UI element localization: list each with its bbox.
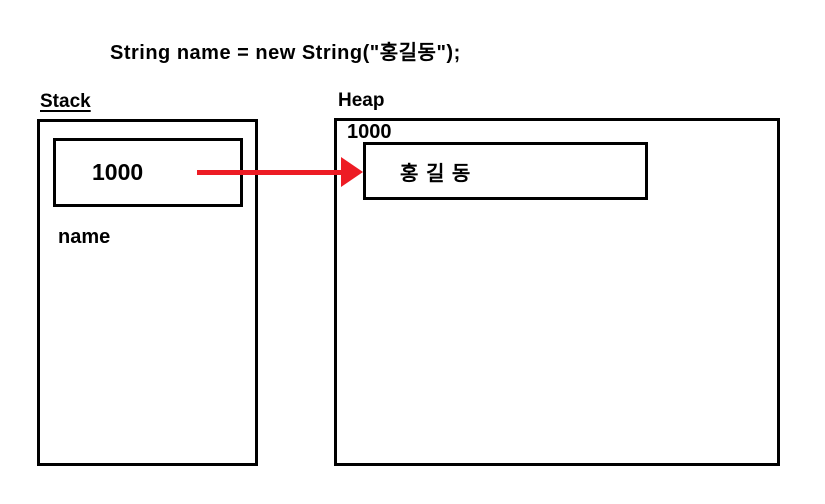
reference-arrow-line [197,170,343,175]
stack-variable-value-box: 1000 [53,138,243,207]
stack-section-label: Stack [40,91,91,112]
variable-name-label: name [58,226,111,248]
heap-address-label: 1000 [347,121,392,143]
heap-object-value: 홍 길 동 [400,162,472,185]
reference-arrow-head-icon [341,157,363,187]
heap-section-label: Heap [338,90,385,111]
code-statement: String name = new String("홍길동"); [110,42,461,64]
stack-variable-value: 1000 [92,159,144,185]
heap-object-value-box: 홍 길 동 [363,142,648,200]
